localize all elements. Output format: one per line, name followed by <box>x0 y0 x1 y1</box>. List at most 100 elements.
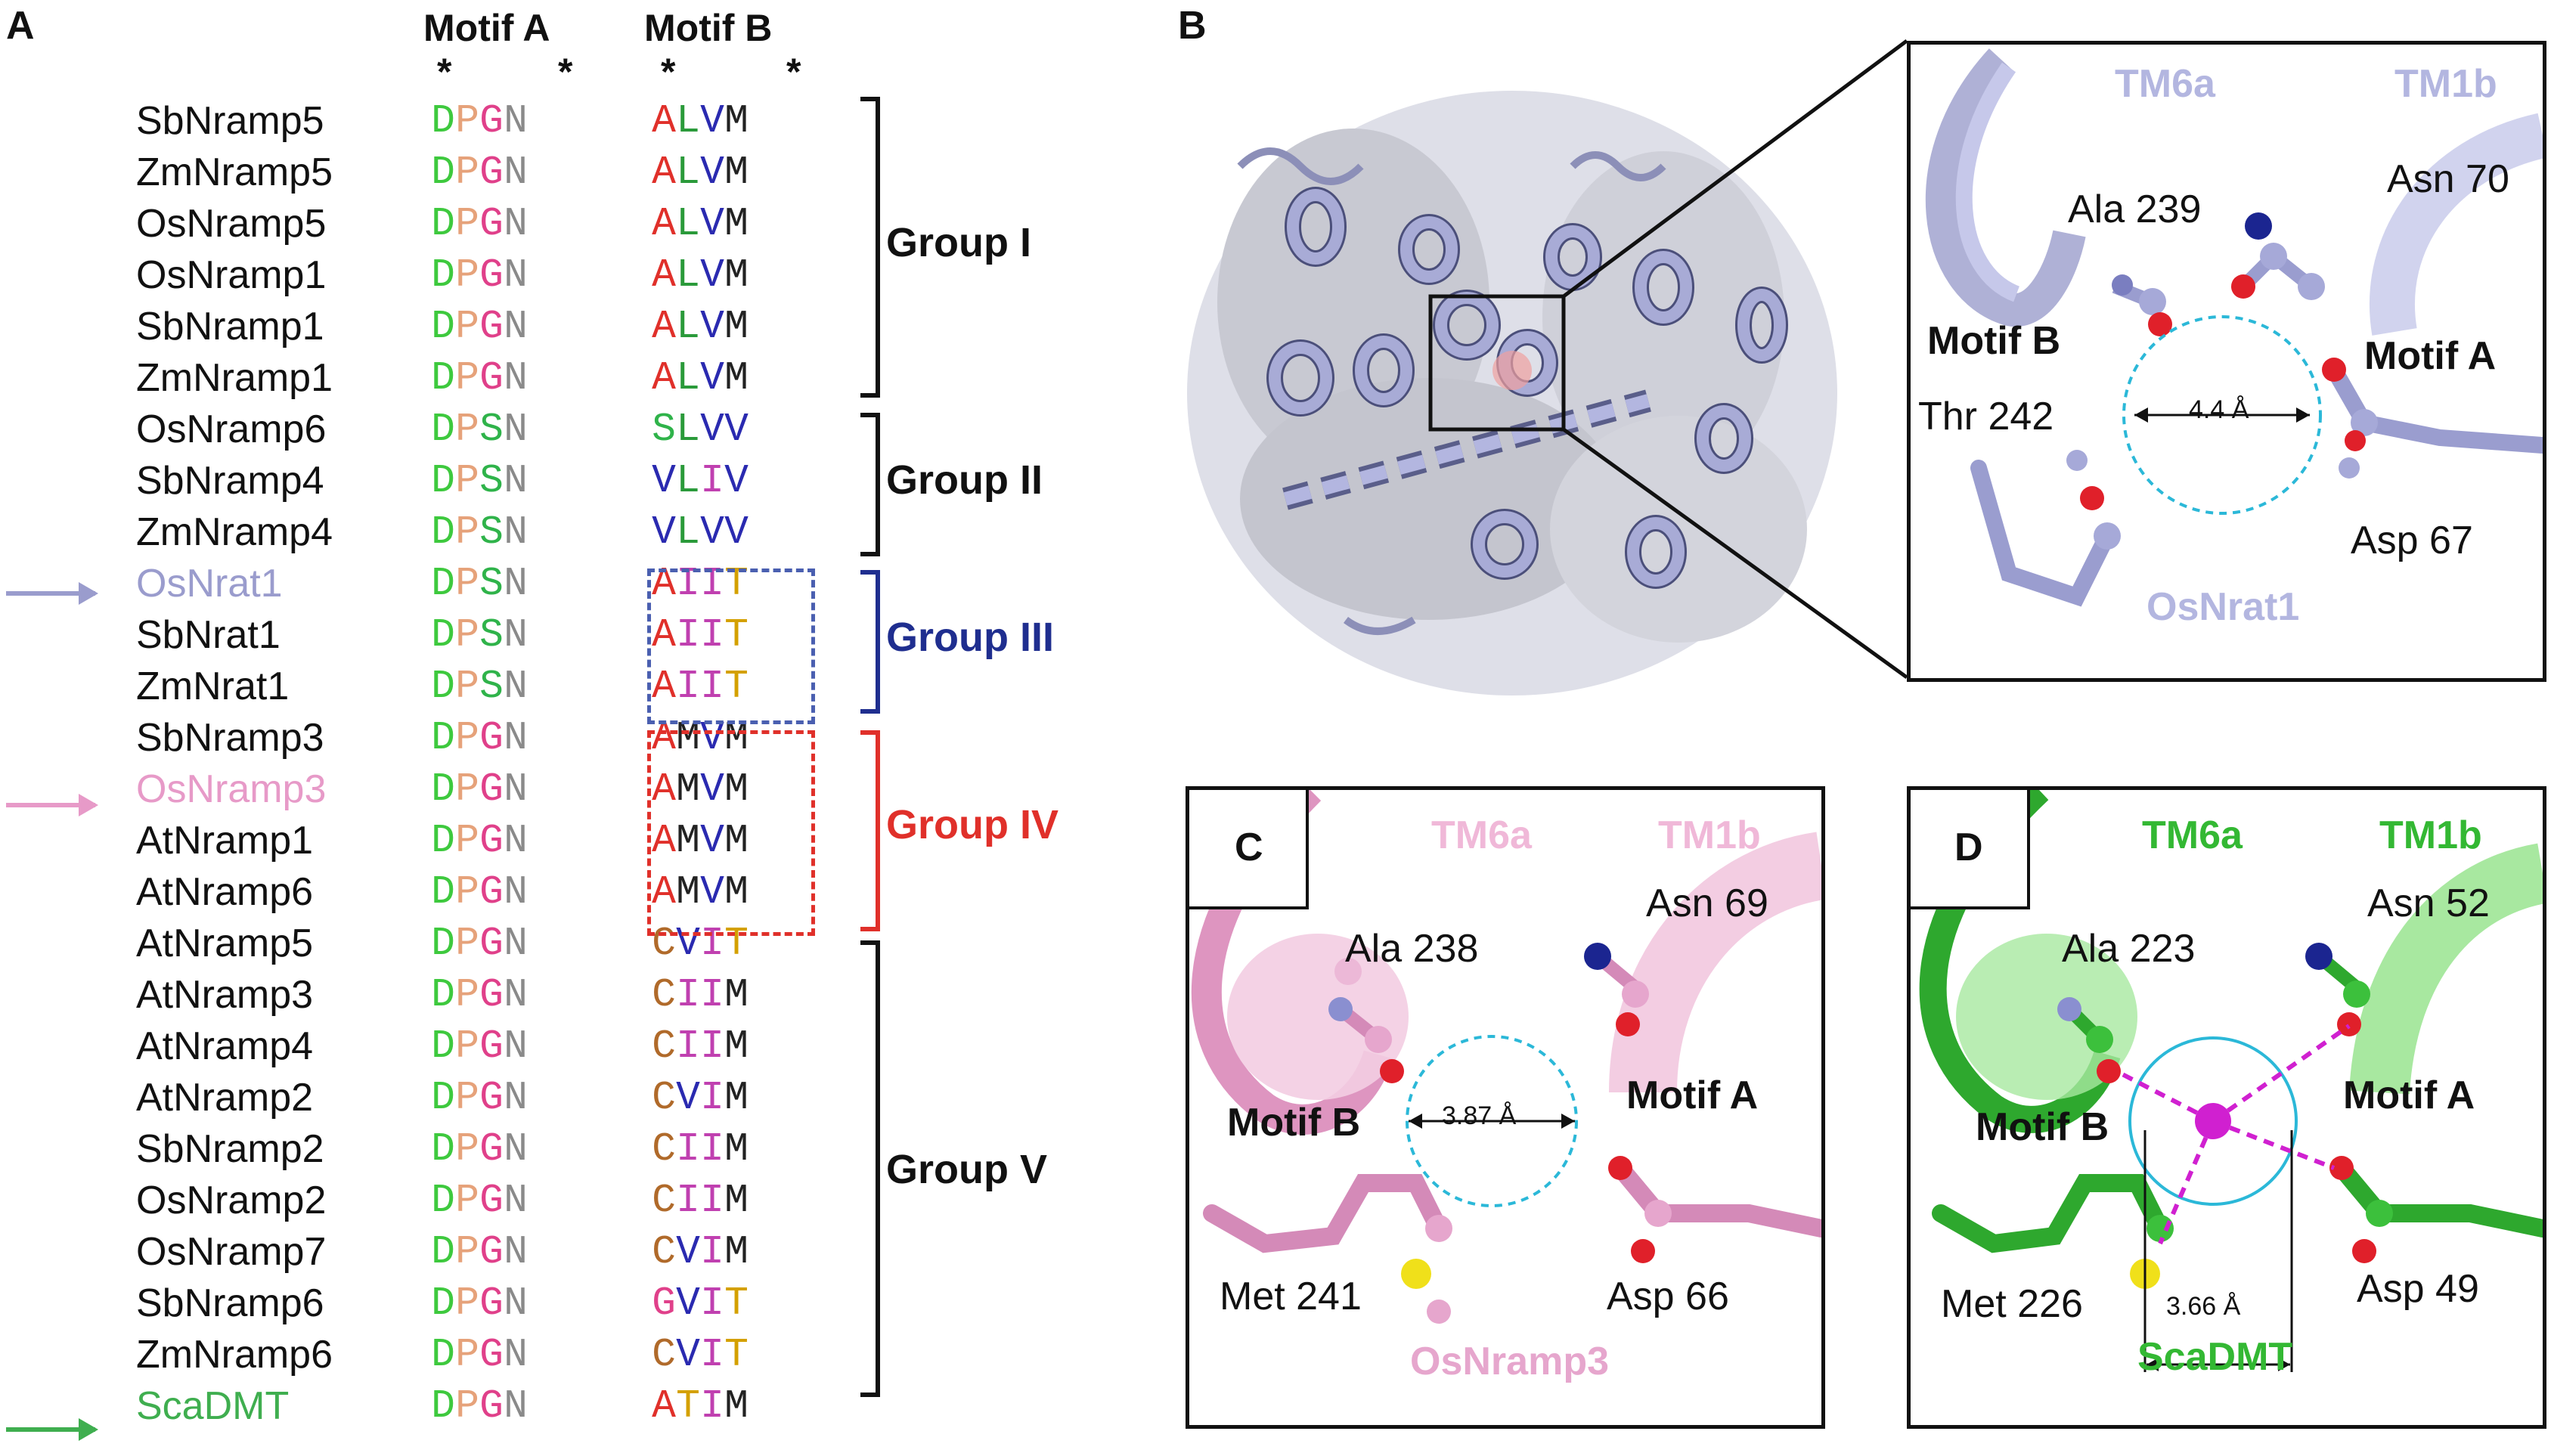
group-iv-bracket <box>860 730 880 931</box>
panel-c-letter: C <box>1235 826 1263 869</box>
sequence-name: OsNramp1 <box>136 253 327 297</box>
panel-b-motif-a: Motif A <box>2364 334 2497 378</box>
motif-a-residues: DPGN <box>431 355 528 401</box>
motif-b-residues: ATIM <box>652 1383 749 1429</box>
motif-a-residues: DPSN <box>431 664 528 709</box>
motif-b-residues: ALVM <box>652 252 749 298</box>
sequence-name: ZmNramp6 <box>136 1333 333 1377</box>
motif-a-residues: DPSN <box>431 510 528 555</box>
motif-a-residues: DPGN <box>431 1024 528 1069</box>
panel-b-ala: Ala 239 <box>2068 187 2202 231</box>
motif-a-residues: DPGN <box>431 150 528 195</box>
panel-c-tm1b: TM1b <box>1658 813 1761 857</box>
motif-b-header: Motif B <box>644 7 773 49</box>
motif-b-residues: ALVM <box>652 201 749 246</box>
sequence-name: AtNramp2 <box>136 1076 314 1120</box>
motif-b-residues: CIIM <box>652 1024 749 1069</box>
motif-b-residues: VLVV <box>652 510 749 555</box>
panel-c-motif-a: Motif A <box>1626 1073 1759 1117</box>
sequence-name: AtNramp5 <box>136 922 314 965</box>
motif-b-residues: CIIM <box>652 1126 749 1172</box>
panel-c-tm6a: TM6a <box>1431 813 1532 857</box>
panel-b-tm6a: TM6a <box>2115 62 2215 106</box>
conserved-marker: * <box>558 51 573 93</box>
motif-b-residues: ALVM <box>652 304 749 349</box>
panel-c-distance: 3.87 Å <box>1442 1101 1517 1130</box>
motif-b-residues: AIIT <box>652 664 749 709</box>
osnrat1-arrow <box>6 582 98 605</box>
motif-a-residues: DPGN <box>431 252 528 298</box>
conserved-marker: * <box>786 51 801 93</box>
motif-a-residues: DPGN <box>431 201 528 246</box>
panel-d-structure <box>1919 790 2543 1372</box>
motif-a-header: Motif A <box>423 7 550 49</box>
sequence-name: ZmNramp5 <box>136 150 333 194</box>
sequence-name: AtNramp3 <box>136 973 314 1017</box>
group-i-label: Group I <box>886 220 1031 265</box>
group-iii-motif-box <box>647 568 815 724</box>
sequence-name: OsNramp5 <box>136 202 327 246</box>
motif-b-residues: GVIT <box>652 1281 749 1326</box>
panel-d-motif-a: Motif A <box>2343 1073 2475 1117</box>
sequence-name: OsNramp6 <box>136 407 327 451</box>
motif-b-residues: AMVM <box>652 767 749 812</box>
motif-a-residues: DPSN <box>431 561 528 606</box>
motif-a-residues: DPGN <box>431 1229 528 1275</box>
panel-d-asn: Asn 52 <box>2367 881 2490 925</box>
motif-b-residues: CIIM <box>652 1178 749 1223</box>
motif-a-residues: DPGN <box>431 818 528 863</box>
sequence-name: SbNrat1 <box>136 613 281 657</box>
motif-b-residues: CVIM <box>652 1229 749 1275</box>
motif-b-residues: AIIT <box>652 612 749 658</box>
panel-b-thr: Thr 242 <box>1918 395 2054 438</box>
motif-b-residues: VLIV <box>652 458 749 503</box>
sequence-name: OsNramp3 <box>136 767 327 811</box>
group-ii-label: Group II <box>886 457 1043 503</box>
group-iii-label: Group III <box>886 615 1054 660</box>
osnramp3-arrow <box>6 794 98 816</box>
panel-c-met: Met 241 <box>1220 1275 1362 1318</box>
group-i-bracket <box>860 97 880 398</box>
motif-b-residues: SLVV <box>652 407 749 452</box>
panel-b-structure <box>1925 48 2543 607</box>
panel-d: D TM6a TM1b Ala 223 Asn 52 Motif B Motif… <box>1907 786 2546 1429</box>
panel-c-motif-b: Motif B <box>1227 1101 1361 1145</box>
panel-c-asn: Asn 69 <box>1646 881 1768 925</box>
motif-a-residues: DPGN <box>431 1178 528 1223</box>
panel-d-met: Met 226 <box>1941 1282 2083 1326</box>
motif-a-residues: DPGN <box>431 1332 528 1377</box>
panel-c-protein: OsNramp3 <box>1410 1340 1609 1383</box>
panel-b-motif-b: Motif B <box>1927 319 2061 363</box>
panel-b-tm1b: TM1b <box>2394 62 2497 106</box>
motif-b-residues: ALVM <box>652 98 749 144</box>
motif-a-residues: DPGN <box>431 921 528 966</box>
motif-b-residues: AMVM <box>652 818 749 863</box>
panel-b-protein: OsNrat1 <box>2146 585 2300 629</box>
conserved-marker: * <box>661 51 676 93</box>
panel-d-distance: 3.66 Å <box>2166 1292 2241 1321</box>
conserved-marker: * <box>437 51 452 93</box>
motif-b-residues: CVIT <box>652 1332 749 1377</box>
sequence-name: OsNramp7 <box>136 1230 327 1274</box>
motif-a-residues: DPSN <box>431 407 528 452</box>
panel-c-ala: Ala 238 <box>1345 927 1479 971</box>
group-ii-bracket <box>860 413 880 556</box>
sequence-name: ZmNramp4 <box>136 510 333 554</box>
panel-b-letter: B <box>1178 4 1207 48</box>
sequence-name: SbNramp6 <box>136 1281 324 1325</box>
motif-a-residues: DPGN <box>431 1383 528 1429</box>
motif-a-residues: DPGN <box>431 869 528 915</box>
motif-b-residues: ALVM <box>652 150 749 195</box>
sequence-name: ScaDMT <box>136 1384 290 1428</box>
motif-a-residues: DPGN <box>431 767 528 812</box>
sequence-name: AtNramp1 <box>136 819 314 863</box>
panel-d-letter-box <box>1911 790 2030 909</box>
sequence-name: SbNramp5 <box>136 99 324 143</box>
motif-b-residues: CIIM <box>652 972 749 1018</box>
panel-b-distance: 4.4 Å <box>2189 395 2249 424</box>
sequence-name: ZmNrat1 <box>136 664 290 708</box>
sequence-name: ZmNramp1 <box>136 356 333 400</box>
motif-b-residues: ALVM <box>652 355 749 401</box>
sequence-name: AtNramp6 <box>136 870 314 914</box>
